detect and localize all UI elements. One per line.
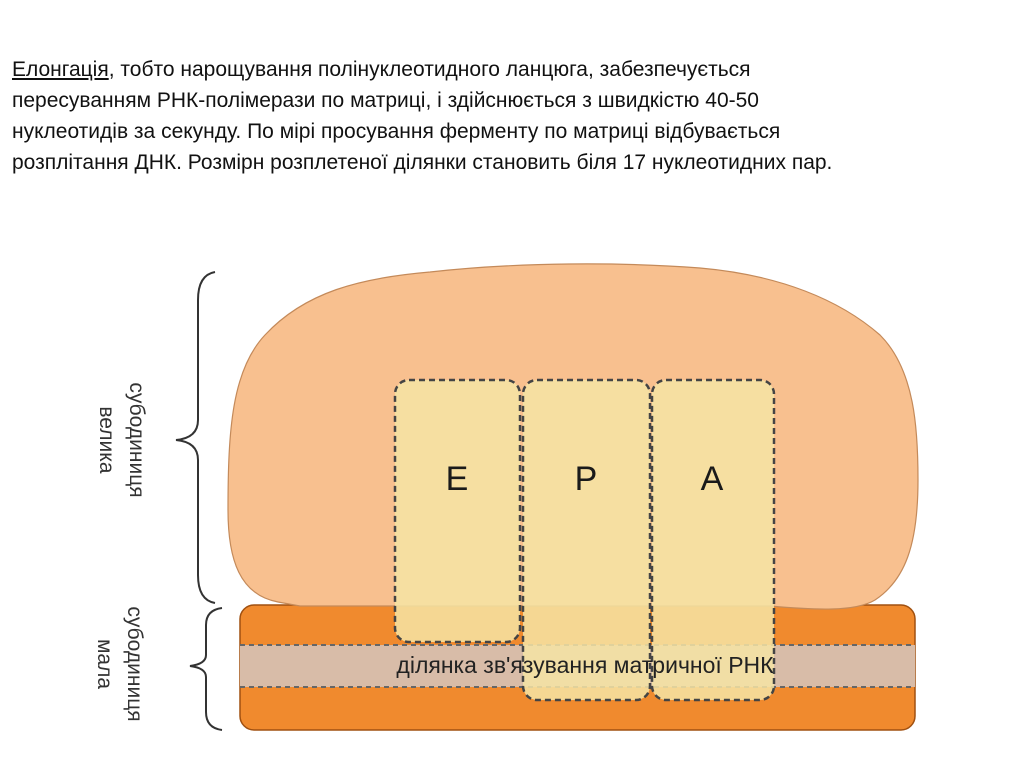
- large-subunit-brace: [175, 271, 216, 604]
- paragraph-line-1: Елонгація, тобто нарощування полінуклеот…: [12, 54, 1017, 85]
- site-p-box: [521, 378, 652, 702]
- paragraph-line-3: нуклеотидів за секунду. По мірі просуван…: [12, 120, 781, 143]
- site-a-label: A: [701, 460, 724, 498]
- site-p-label: P: [575, 460, 598, 498]
- slide-paragraph: Елонгація, тобто нарощування полінуклеот…: [12, 54, 1017, 178]
- paragraph-line-2: пересуванням РНК-полімерази по матриці, …: [12, 89, 759, 112]
- large-subunit-label-line2: субодиниця: [125, 382, 148, 497]
- site-a-box: [650, 378, 776, 702]
- paragraph-line-1-text: , тобто нарощування полінуклеотидного ла…: [108, 58, 751, 81]
- mrna-binding-label: ділянка зв'язування матричної РНК: [396, 652, 774, 678]
- term-elongation: Елонгація: [12, 58, 109, 81]
- paragraph-line-4: розплітання ДНК. Розмірн розплетеної діл…: [12, 151, 833, 174]
- site-e-label: E: [446, 460, 469, 498]
- small-subunit-brace: [189, 607, 223, 731]
- large-subunit-label-line1: велика: [95, 406, 118, 474]
- small-subunit-label-line1: мала: [93, 639, 116, 689]
- small-subunit-label-line2: субодиниця: [123, 606, 146, 721]
- site-e-box: [393, 378, 522, 644]
